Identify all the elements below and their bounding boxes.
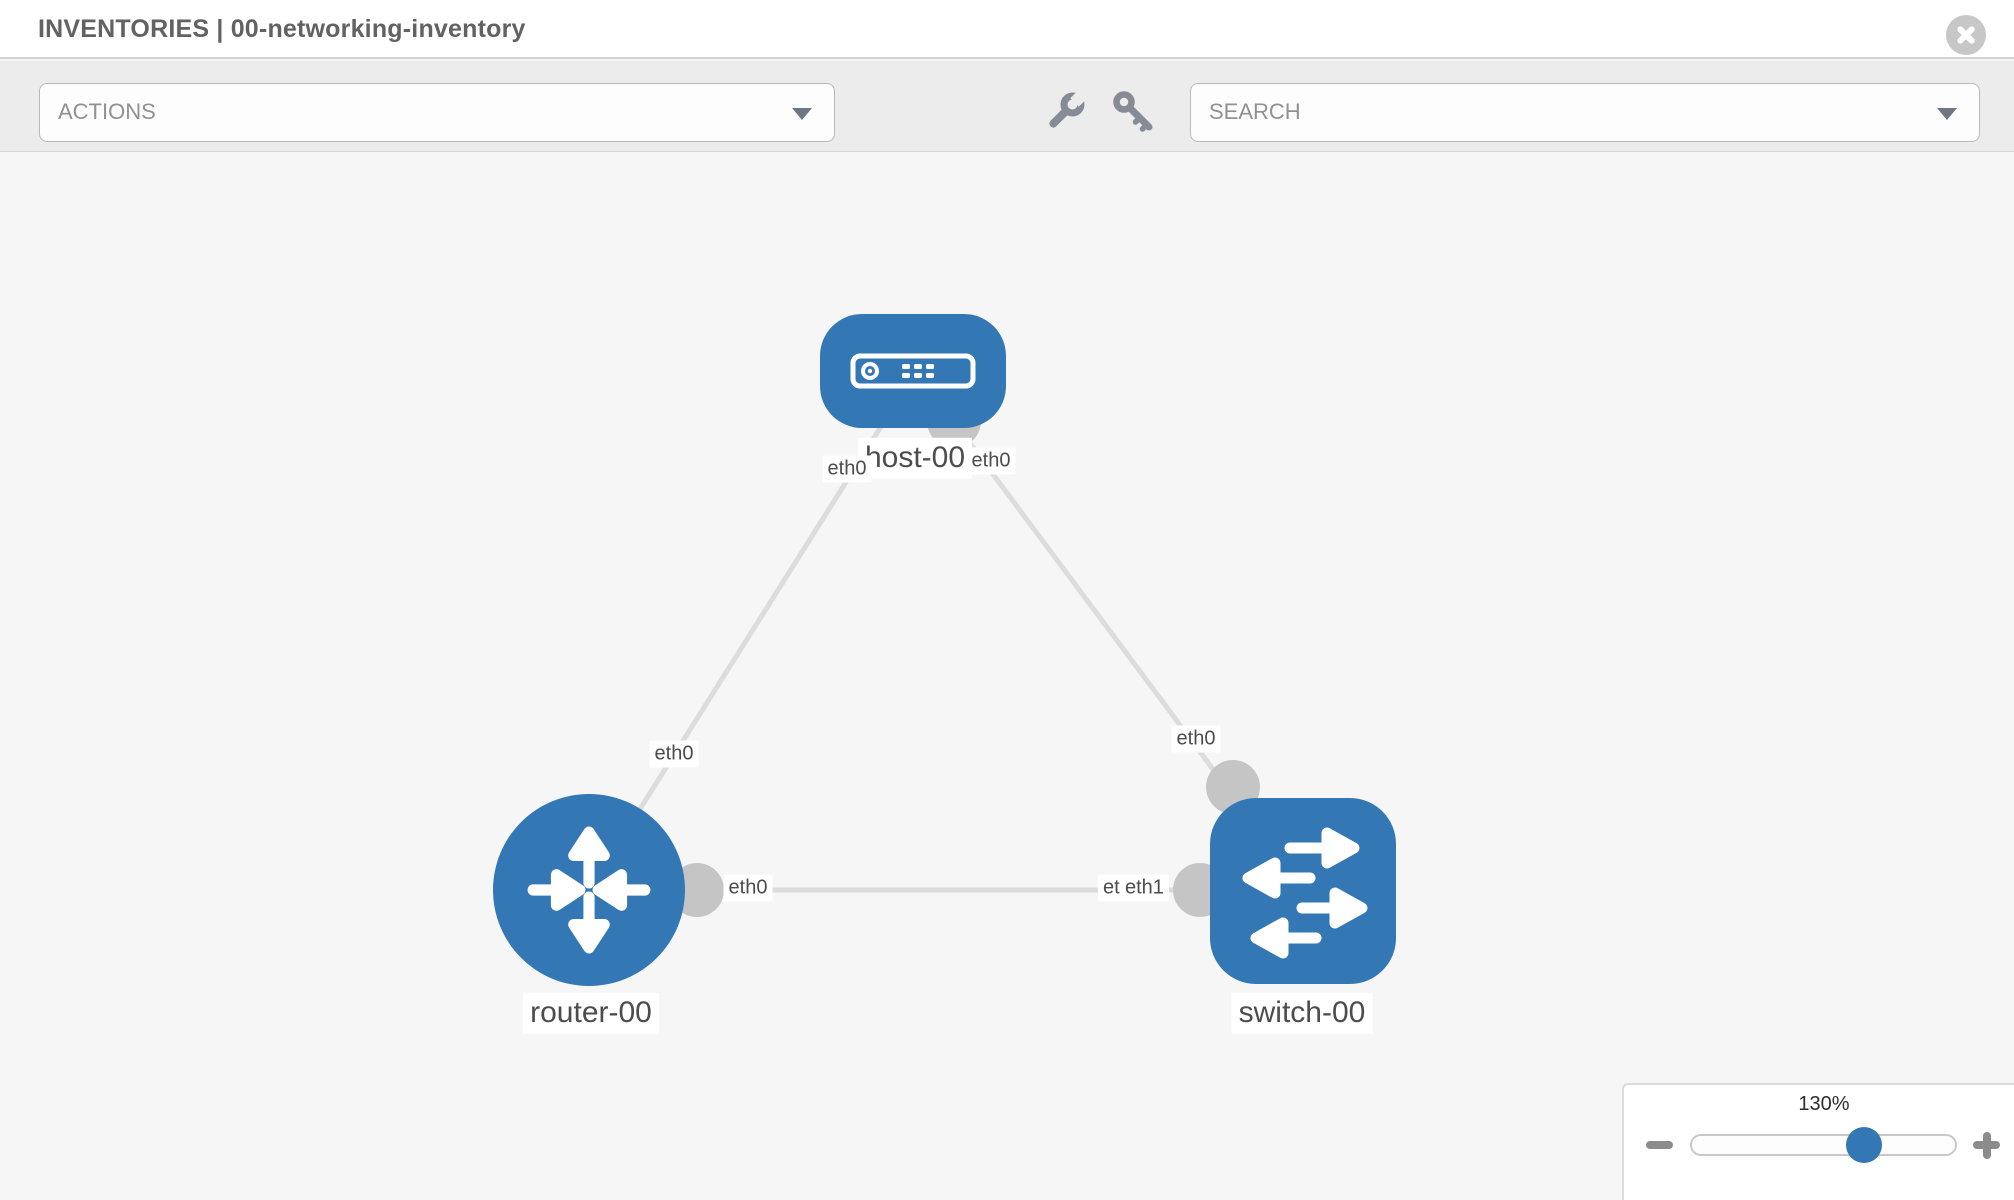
wrench-icon — [1049, 90, 1087, 128]
titlebar: INVENTORIES | 00-networking-inventory — [0, 0, 2014, 59]
iface-label-host-router-at-host: eth0 — [822, 455, 872, 483]
switch-arrows-icon — [1242, 827, 1368, 959]
router-arrows-icon — [527, 826, 651, 954]
node-switch-00[interactable] — [1210, 798, 1396, 984]
actions-dropdown-label: ACTIONS — [58, 99, 156, 124]
key-button[interactable] — [1110, 89, 1158, 137]
zoom-in-button[interactable] — [1969, 1129, 2005, 1161]
node-label-host-00: host-00 — [857, 437, 973, 479]
node-host-00[interactable] — [820, 314, 1006, 428]
wrench-button[interactable] — [1040, 89, 1088, 137]
zoom-out-button[interactable] — [1642, 1129, 1678, 1161]
zoom-slider-thumb[interactable] — [1846, 1127, 1882, 1163]
zoom-slider-track[interactable] — [1690, 1134, 1957, 1156]
node-label-switch-00: switch-00 — [1231, 992, 1373, 1034]
node-router-00[interactable] — [493, 794, 685, 986]
host-device-icon — [850, 353, 976, 389]
iface-label-host-router-at-router: eth0 — [649, 740, 699, 768]
zoom-level-value: 130% — [1798, 1093, 1850, 1115]
chevron-down-icon — [792, 108, 812, 120]
chevron-down-icon — [1937, 108, 1957, 120]
search-placeholder: SEARCH — [1209, 99, 1301, 124]
iface-label-host-switch-at-switch: eth0 — [1171, 725, 1221, 753]
zoom-control-panel: 130% — [1622, 1083, 2014, 1200]
topology-canvas[interactable]: host-00 router-00 switch-00 eth0 eth0 et… — [0, 152, 2014, 1200]
iface-label-router-switch-at-router: eth0 — [723, 874, 773, 902]
close-button[interactable] — [1946, 15, 1986, 55]
actions-dropdown[interactable]: ACTIONS — [39, 83, 835, 142]
search-dropdown[interactable]: SEARCH — [1190, 83, 1980, 142]
key-icon — [1113, 91, 1153, 132]
iface-label-host-switch-at-host: eth0 — [966, 447, 1016, 475]
iface-label-router-switch-at-switch-eth1: eth1 — [1120, 874, 1169, 902]
node-label-router-00: router-00 — [523, 992, 659, 1034]
page-title: INVENTORIES | 00-networking-inventory — [38, 15, 526, 43]
links-layer — [586, 369, 1306, 917]
close-icon — [1946, 15, 1986, 55]
toolbar: ACTIONS SEARC — [0, 61, 2014, 152]
